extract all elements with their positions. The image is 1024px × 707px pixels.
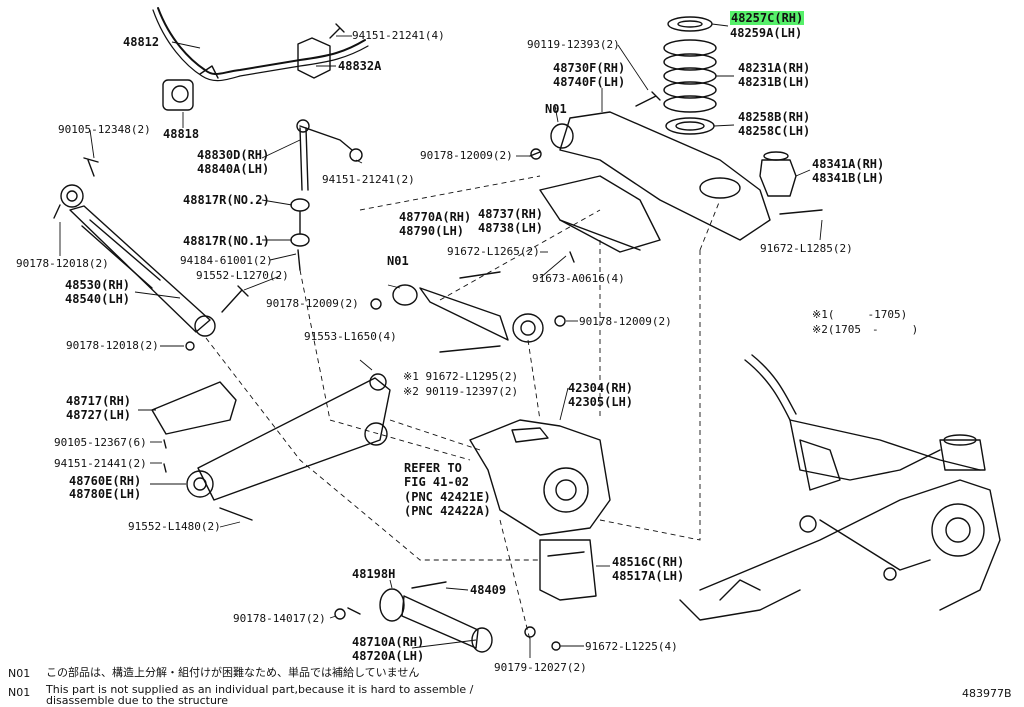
label-48780E[interactable]: 48780E(LH) — [69, 487, 142, 501]
label-90178-12009-c[interactable]: 90178-12009(2) — [266, 297, 359, 310]
label-90178-14017[interactable]: 90178-14017(2) — [233, 612, 326, 625]
label-91672-L1265[interactable]: 91672-L1265(2) — [447, 245, 540, 258]
label-90178-12018-a[interactable]: 90178-12018(2) — [16, 257, 109, 270]
label-48738[interactable]: 48738(LH) — [478, 221, 544, 235]
label-48341A[interactable]: 48341A(RH) — [812, 157, 885, 171]
label-90119-12397[interactable]: ※2 90119-12397(2) — [403, 385, 519, 398]
label-fig-41-02[interactable]: FIG 41-02 — [404, 475, 470, 489]
rear-lower-arm — [539, 111, 771, 253]
stabilizer-link — [299, 127, 309, 191]
bracket — [539, 539, 597, 601]
label-91672-L1295[interactable]: ※1 91672-L1295(2) — [403, 370, 519, 383]
label-48840A[interactable]: 48840A(LH) — [197, 162, 270, 176]
label-91553-L1650[interactable]: 91553-L1650(4) — [304, 330, 397, 343]
label-48257C[interactable]: 48257C(RH) — [730, 11, 805, 25]
label-48760E[interactable]: 48760E(RH) — [69, 474, 142, 488]
label-48817R-no1[interactable]: 48817R(NO.1) — [183, 234, 270, 248]
label-48258B[interactable]: 48258B(RH) — [738, 110, 811, 124]
label-48730F[interactable]: 48730F(RH) — [553, 61, 626, 75]
lower-control-arm — [379, 588, 493, 653]
trailing-arm — [151, 373, 391, 501]
label-pnc-42421E[interactable]: (PNC 42421E) — [404, 490, 491, 504]
label-91552-L1480[interactable]: 91552-L1480(2) — [128, 520, 221, 533]
label-90105-12348[interactable]: 90105-12348(2) — [58, 123, 151, 136]
label-48540[interactable]: 48540(LH) — [65, 292, 131, 306]
stabilizer-bushing — [162, 79, 194, 111]
label-48720A[interactable]: 48720A(LH) — [352, 649, 425, 663]
stabilizer-bracket — [297, 37, 331, 79]
label-90179-12027[interactable]: 90179-12027(2) — [494, 661, 587, 674]
label-48812[interactable]: 48812 — [123, 35, 160, 49]
label-90105-12367[interactable]: 90105-12367(6) — [54, 436, 147, 449]
stabilizer-bar — [157, 7, 366, 76]
label-94151-21241-b[interactable]: 94151-21241(2) — [322, 173, 415, 186]
label-48517A[interactable]: 48517A(LH) — [612, 569, 685, 583]
label-48258C[interactable]: 48258C(LH) — [738, 124, 811, 138]
label-48259A[interactable]: 48259A(LH) — [730, 26, 803, 40]
label-n01-a: N01 — [545, 102, 567, 116]
coil-spring — [663, 16, 717, 135]
upper-control-arm — [392, 284, 544, 343]
highlighted-part-number: 48257C(RH) — [730, 11, 805, 25]
label-94184-61001[interactable]: 94184-61001(2) — [180, 254, 273, 267]
label-48727[interactable]: 48727(LH) — [66, 408, 132, 422]
label-48737[interactable]: 48737(RH) — [478, 207, 544, 221]
label-48516C[interactable]: 48516C(RH) — [612, 555, 685, 569]
label-90178-12018-b[interactable]: 90178-12018(2) — [66, 339, 159, 352]
label-42304[interactable]: 42304(RH) — [568, 381, 634, 395]
label-91673-A0616[interactable]: 91673-A0616(4) — [532, 272, 625, 285]
label-48817R-no2[interactable]: 48817R(NO.2) — [183, 193, 270, 207]
label-48770A[interactable]: 48770A(RH) — [399, 210, 472, 224]
label-91552-L1270[interactable]: 91552-L1270(2) — [196, 269, 289, 282]
label-48717[interactable]: 48717(RH) — [66, 394, 132, 408]
label-94151-21241-a[interactable]: 94151-21241(4) — [352, 29, 445, 42]
label-91672-L1285[interactable]: 91672-L1285(2) — [760, 242, 853, 255]
label-refer-to[interactable]: REFER TO — [404, 461, 462, 475]
label-48198H[interactable]: 48198H — [352, 567, 396, 581]
label-48231A[interactable]: 48231A(RH) — [738, 61, 811, 75]
legend-mark-1: ※1( -1705) — [812, 308, 908, 321]
footnote-tag-jp: N01 — [8, 667, 31, 680]
label-pnc-42422A[interactable]: (PNC 42422A) — [404, 504, 491, 518]
label-48341B[interactable]: 48341B(LH) — [812, 171, 885, 185]
figure-number: 483977B — [962, 687, 1012, 700]
label-48409[interactable]: 48409 — [470, 583, 507, 597]
label-48830D[interactable]: 48830D(RH) — [197, 148, 270, 162]
label-n01-b: N01 — [387, 254, 409, 268]
assembly-view — [679, 354, 1001, 621]
label-48818[interactable]: 48818 — [163, 127, 200, 141]
label-48832A[interactable]: 48832A — [338, 59, 382, 73]
label-91672-L1225[interactable]: 91672-L1225(4) — [585, 640, 678, 653]
bump-stopper — [759, 151, 797, 197]
label-48231B[interactable]: 48231B(LH) — [738, 75, 811, 89]
label-48790[interactable]: 48790(LH) — [399, 224, 465, 238]
footnote-tag-en: N01 — [8, 686, 31, 699]
label-90119-12393[interactable]: 90119-12393(2) — [527, 38, 620, 51]
knuckle — [469, 419, 611, 536]
shock-absorber — [53, 184, 216, 337]
legend-mark-2: ※2(1705 - ) — [812, 323, 919, 336]
label-48710A[interactable]: 48710A(RH) — [352, 635, 425, 649]
label-94151-21441[interactable]: 94151-21441(2) — [54, 457, 147, 470]
footnote-en-line2: disassemble due to the structure — [46, 694, 228, 707]
footnote-en-line1: This part is not supplied as an individu… — [46, 683, 474, 696]
footnote-jp: この部品は、構造上分解・組付けが困難なため、単品では補給していません — [46, 666, 420, 679]
label-48740F[interactable]: 48740F(LH) — [553, 75, 626, 89]
label-90178-12009-b[interactable]: 90178-12009(2) — [579, 315, 672, 328]
label-90178-12009-a[interactable]: 90178-12009(2) — [420, 149, 513, 162]
label-48530[interactable]: 48530(RH) — [65, 278, 131, 292]
label-42305[interactable]: 42305(LH) — [568, 395, 634, 409]
